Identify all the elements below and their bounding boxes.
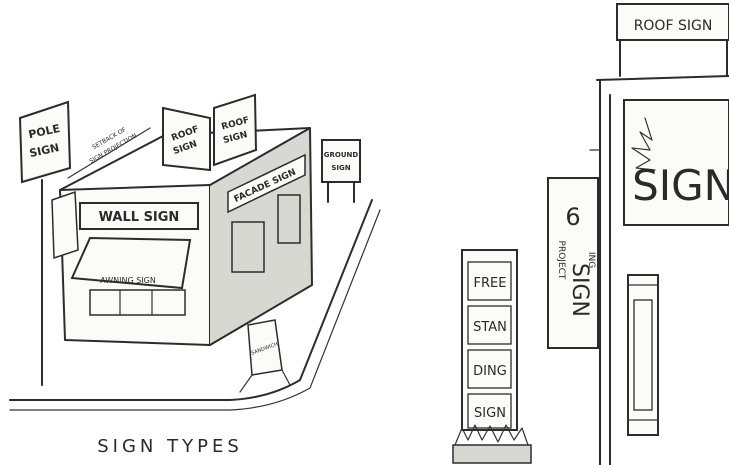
big-sign-label: SIGN! [632, 161, 729, 210]
wall-sign-label: WALL SIGN [99, 210, 180, 225]
projecting-sign-ing: ING [586, 252, 596, 268]
free-standing-line1: FREE [474, 276, 507, 291]
facade-detail-scene: ROOF SIGN SIGN! PROJECT 6 SIGN ING FREE … [453, 4, 729, 465]
ground-sign-panel [322, 140, 360, 182]
projecting-sign-letter-s: 6 [565, 203, 580, 231]
pole-sign-panel [20, 102, 70, 182]
roof-sign-right-label: ROOF SIGN [634, 18, 713, 34]
ornate-column [628, 275, 658, 435]
small-projecting-sign [52, 192, 78, 258]
free-standing-line4: SIGN [474, 406, 506, 421]
roof-sign-mid-panel [214, 95, 256, 165]
corner-store-scene: WALL SIGN AWNING SIGN FACADE SIGN ROOF S… [10, 95, 380, 457]
projecting-sign-word: SIGN [567, 263, 592, 317]
caption: SIGN TYPES [97, 436, 243, 457]
ground-sign-line1: GROUND [324, 151, 359, 159]
free-standing-line2: STAN [473, 320, 507, 335]
awning-sign-label: AWNING SIGN [100, 276, 156, 285]
projecting-sign-vertical-label: PROJECT [556, 241, 566, 280]
ground-sign-line2: SIGN [331, 164, 350, 172]
free-standing-line3: DING [473, 364, 507, 379]
planter-base [453, 445, 531, 463]
